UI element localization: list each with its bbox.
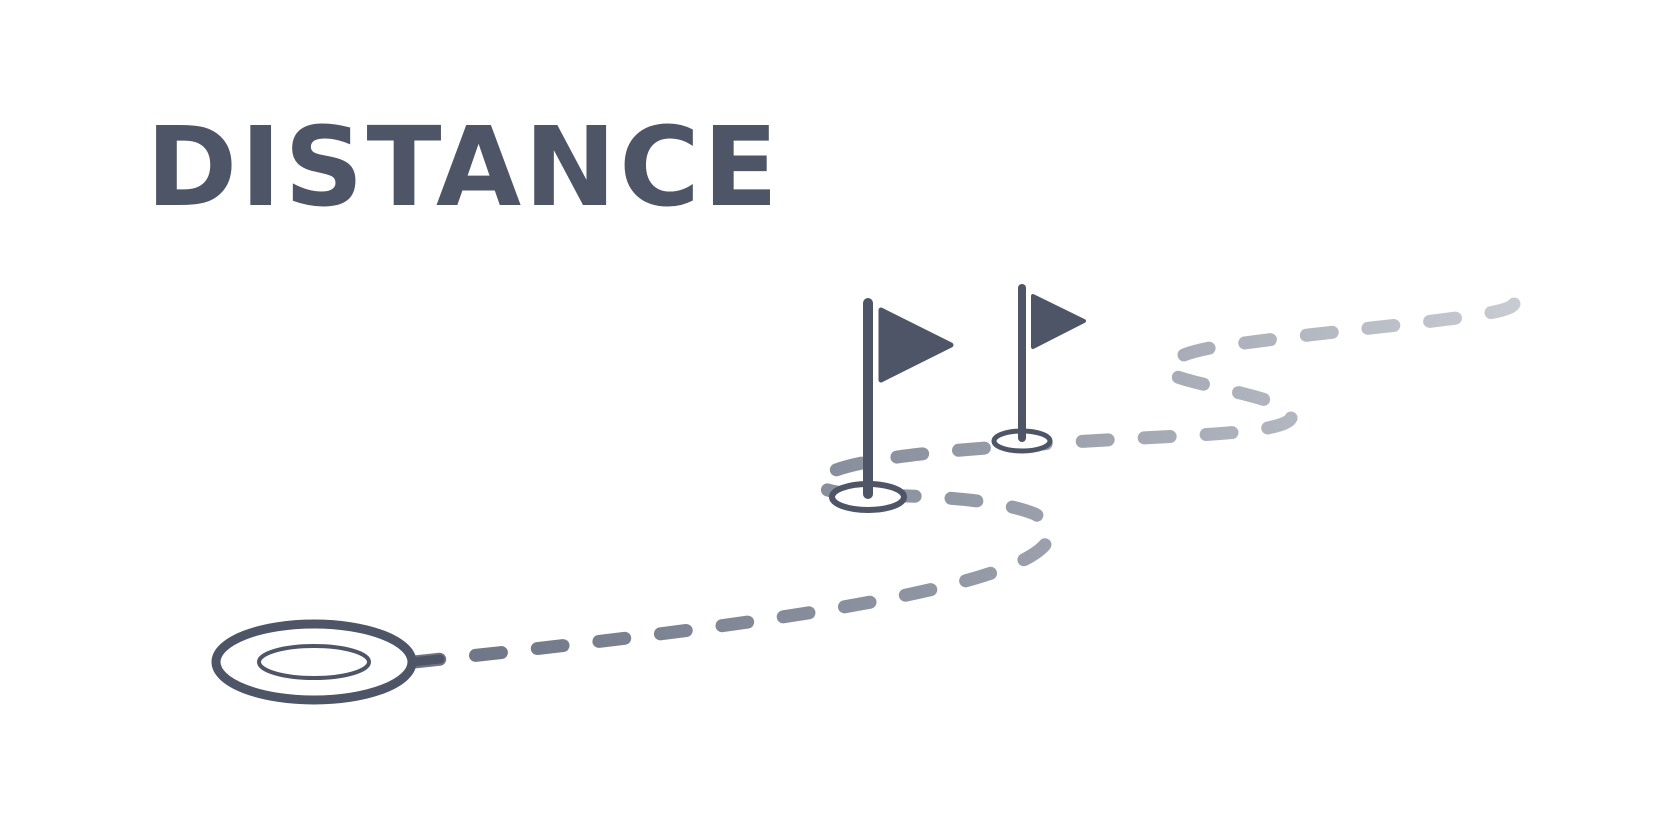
flag-icon [991, 284, 1086, 454]
page-title: DISTANCE [146, 103, 782, 231]
flag-icon [829, 298, 954, 513]
dashed-path [407, 297, 1521, 669]
tee-marker-icon [211, 619, 445, 705]
